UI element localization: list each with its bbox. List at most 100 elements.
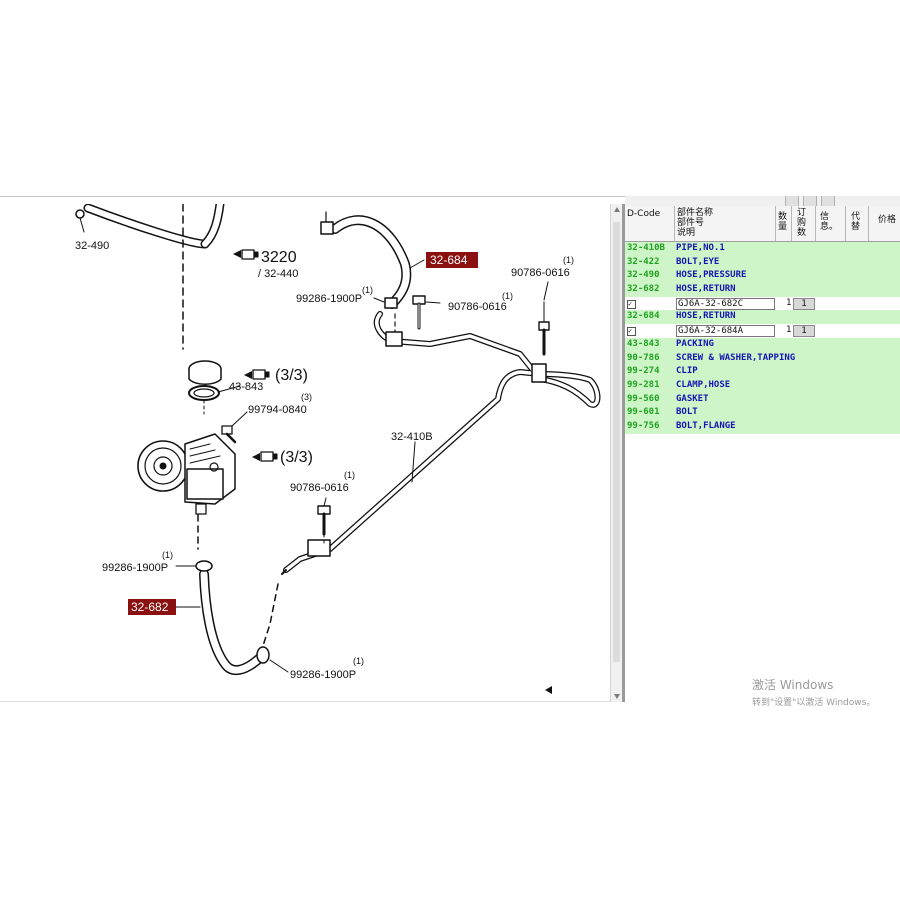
parts-catalog-window: 32-490 3220 / 32-440 32-684 (1) 99286-19… xyxy=(0,196,900,706)
part-dcode: 99-281 xyxy=(627,379,660,390)
label-32-410b[interactable]: 32-410B xyxy=(391,431,433,443)
label-32-440[interactable]: / 32-440 xyxy=(258,268,298,280)
qty-90786-low: (1) xyxy=(344,470,355,480)
part-description: SCREW & WASHER,TAPPING xyxy=(676,352,796,363)
hose-32-490-part xyxy=(75,204,225,249)
header-name[interactable]: 部件名称 部件号 说明 xyxy=(677,208,714,238)
highlight-32-684[interactable] xyxy=(426,252,478,268)
part-dcode: 32-490 xyxy=(627,270,660,281)
part-description: HOSE,RETURN xyxy=(676,284,736,295)
scroll-up-icon[interactable] xyxy=(614,207,620,212)
leader-lines xyxy=(175,259,549,673)
scrollbar-thumb[interactable] xyxy=(613,222,620,662)
window-border xyxy=(0,196,900,197)
part-description: HOSE,PRESSURE xyxy=(676,270,747,281)
highlight-32-682[interactable] xyxy=(128,599,176,615)
ref-arrow-a xyxy=(244,369,270,380)
row-checkbox[interactable]: ✓ xyxy=(627,299,636,309)
pane-splitter[interactable] xyxy=(622,204,625,702)
qty-90786-right: (1) xyxy=(563,255,574,265)
label-99286-bot[interactable]: 99286-1900P xyxy=(290,669,356,681)
part-number-field[interactable]: GJ6A-32-682C xyxy=(676,297,775,310)
label-99794[interactable]: 99794-0840 xyxy=(248,404,307,416)
part-description: BOLT,EYE xyxy=(676,256,720,267)
table-row[interactable]: 99-601 BOLT xyxy=(625,406,900,420)
vertical-scrollbar[interactable] xyxy=(610,204,623,702)
table-row[interactable]: 32-490 HOSE,PRESSURE xyxy=(625,269,900,284)
header-qty[interactable]: 数 量 xyxy=(778,212,788,232)
label-90786-low[interactable]: 90786-0616 xyxy=(290,482,349,494)
table-row[interactable]: 99-274 CLIP xyxy=(625,365,900,379)
pump-assembly xyxy=(137,433,236,515)
label-99286-top[interactable]: 99286-1900P xyxy=(296,293,362,305)
parts-table-header: D-Code 部件名称 部件号 说明 数 量 订 购 数 信 息。 xyxy=(625,206,900,242)
part-dcode: 32-422 xyxy=(627,256,660,267)
table-row[interactable]: 32-410B PIPE,NO.1 xyxy=(625,242,900,256)
part-dcode: 43-843 xyxy=(627,338,660,349)
qty-99794: (3) xyxy=(301,392,312,402)
header-dcode[interactable]: D-Code xyxy=(627,209,661,219)
header-price[interactable]: 价格 xyxy=(878,215,897,225)
parts-list-panel: D-Code 部件名称 部件号 说明 数 量 订 购 数 信 息。 xyxy=(625,206,900,702)
row-checkbox[interactable]: ✓ xyxy=(627,327,636,337)
horizontal-scrollbar[interactable] xyxy=(0,701,610,702)
label-3220[interactable]: 3220 xyxy=(261,249,297,266)
hose-32-682-part xyxy=(195,560,270,676)
label-32-682[interactable]: 32-682 xyxy=(131,600,169,614)
qty-99286-bot: (1) xyxy=(353,656,364,666)
table-row[interactable]: 90-786 SCREW & WASHER,TAPPING xyxy=(625,351,900,366)
label-90786-mid[interactable]: 90786-0616 xyxy=(448,301,507,313)
part-description: BOLT xyxy=(676,407,698,418)
hose-32-684-part xyxy=(320,211,412,309)
header-order[interactable]: 订 购 数 xyxy=(797,208,807,238)
label-43-843[interactable]: 43-843 xyxy=(229,381,263,393)
order-quantity-input[interactable]: 1 xyxy=(793,325,815,338)
part-description: HOSE,RETURN xyxy=(676,311,736,322)
table-row[interactable]: 99-281 CLAMP,HOSE xyxy=(625,378,900,393)
scroll-down-icon[interactable] xyxy=(614,694,620,699)
part-description: PIPE,NO.1 xyxy=(676,243,725,253)
part-dcode: 32-410B xyxy=(627,243,665,253)
part-description: CLIP xyxy=(676,366,698,377)
header-info[interactable]: 信 息。 xyxy=(820,212,839,232)
label-32-490[interactable]: 32-490 xyxy=(75,240,109,252)
label-ref-33-b[interactable]: (3/3) xyxy=(280,449,313,466)
diagram-pane[interactable]: 32-490 3220 / 32-440 32-684 (1) 99286-19… xyxy=(0,204,610,702)
part-description: BOLT,FLANGE xyxy=(676,420,736,431)
part-dcode: 99-560 xyxy=(627,393,660,404)
exploded-diagram: 32-490 3220 / 32-440 32-684 (1) 99286-19… xyxy=(75,204,601,694)
header-substitute[interactable]: 代 替 xyxy=(851,212,861,232)
qty-99286-mid: (1) xyxy=(162,550,173,560)
ref-arrow-3220 xyxy=(233,249,259,260)
label-99286-mid[interactable]: 99286-1900P xyxy=(102,562,168,574)
part-quantity: 1 xyxy=(786,325,792,336)
qty-99286-top: (1) xyxy=(362,285,373,295)
pipe-32-410b-part xyxy=(281,311,601,575)
part-dcode: 90-786 xyxy=(627,352,660,363)
windows-activation-watermark: 激活 Windows 转到"设置"以激活 Windows。 xyxy=(752,678,876,708)
label-90786-right[interactable]: 90786-0616 xyxy=(511,267,570,279)
qty-90786-mid: (1) xyxy=(502,291,513,301)
part-description: CLAMP,HOSE xyxy=(676,379,731,390)
part-dcode: 32-682 xyxy=(627,284,660,295)
table-row[interactable]: 32-422 BOLT,EYE xyxy=(625,255,900,270)
label-ref-33-a[interactable]: (3/3) xyxy=(275,367,308,384)
cap-43-843 xyxy=(188,360,222,415)
part-dcode: 99-274 xyxy=(627,366,660,377)
part-dcode: 99-601 xyxy=(627,407,660,418)
table-row[interactable]: 32-682 HOSE,RETURN xyxy=(625,283,900,297)
order-quantity-input[interactable]: 1 xyxy=(793,297,815,310)
label-32-684[interactable]: 32-684 xyxy=(430,253,468,267)
part-number-field[interactable]: GJ6A-32-684A xyxy=(676,325,775,338)
bolt-99794 xyxy=(221,425,237,444)
part-quantity: 1 xyxy=(786,297,792,308)
bolt-90786-low xyxy=(317,505,331,545)
bolt-90786-right xyxy=(538,301,550,356)
